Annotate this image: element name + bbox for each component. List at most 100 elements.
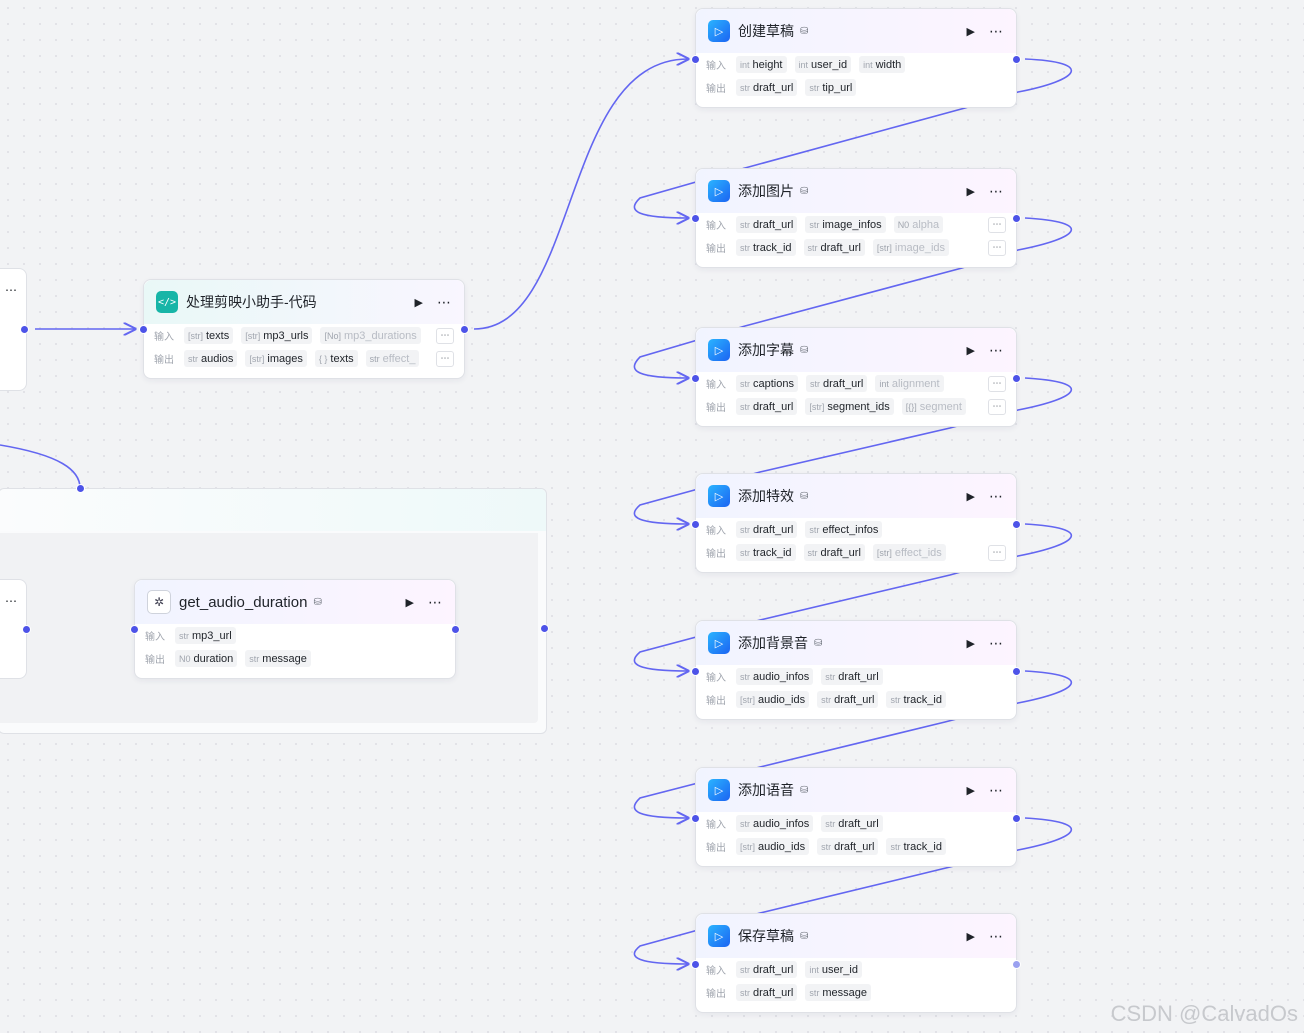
run-icon[interactable]: ▶ xyxy=(966,344,975,357)
group-input-handle[interactable] xyxy=(76,484,85,493)
more-params-button[interactable]: ⋯ xyxy=(988,375,1006,392)
more-params-button[interactable]: ⋯ xyxy=(988,216,1006,233)
input-handle[interactable] xyxy=(691,55,700,64)
output-handle[interactable] xyxy=(1012,374,1021,383)
more-icon[interactable]: ⋯ xyxy=(437,293,452,310)
more-params-button[interactable]: ⋯ xyxy=(436,327,454,344)
jianying-plugin-icon: ▷ xyxy=(708,925,730,947)
run-icon[interactable]: ▶ xyxy=(966,185,975,198)
output-label: 输出 xyxy=(706,696,726,707)
input-handle[interactable] xyxy=(691,814,700,823)
input-handle[interactable] xyxy=(139,325,148,334)
jianying-plugin-icon: ▷ xyxy=(708,779,730,801)
more-icon[interactable]: ⋯ xyxy=(989,22,1004,39)
input-row: 输入 [str]texts [str]mp3_urls [No]mp3_dura… xyxy=(144,324,464,347)
node-header: ▷ 添加图片 ⛁ ▶ ⋯ xyxy=(696,169,1016,213)
output-label: 输出 xyxy=(145,655,165,666)
code-icon: </> xyxy=(156,291,178,313)
more-icon[interactable]: ⋯ xyxy=(428,593,443,610)
more-icon[interactable]: ⋯ xyxy=(989,634,1004,651)
output-handle[interactable] xyxy=(460,325,469,334)
input-label: 输入 xyxy=(145,632,165,643)
more-icon[interactable]: ⋯ xyxy=(989,341,1004,358)
plugin-badge-icon: ⛁ xyxy=(800,344,809,356)
output-handle[interactable] xyxy=(1012,520,1021,529)
node-title: get_audio_duration xyxy=(179,593,308,611)
node-code[interactable]: </> 处理剪映小助手-代码 ▶ ⋯ 输入 [str]texts [str]mp… xyxy=(143,279,465,379)
more-icon[interactable]: ⋯ xyxy=(989,927,1004,944)
more-params-button[interactable]: ⋯ xyxy=(436,350,454,367)
output-handle[interactable] xyxy=(22,625,31,634)
run-icon[interactable]: ▶ xyxy=(966,25,975,38)
plugin-badge-icon: ⛁ xyxy=(800,25,809,37)
group-output-handle[interactable] xyxy=(540,624,549,633)
input-handle[interactable] xyxy=(691,214,700,223)
more-icon[interactable]: ⋯ xyxy=(989,487,1004,504)
more-icon[interactable]: ⋯ xyxy=(989,781,1004,798)
output-handle[interactable] xyxy=(20,325,29,334)
run-icon[interactable]: ▶ xyxy=(966,784,975,797)
run-icon[interactable]: ▶ xyxy=(966,930,975,943)
input-handle[interactable] xyxy=(691,374,700,383)
output-handle[interactable] xyxy=(1012,55,1021,64)
output-handle[interactable] xyxy=(1012,214,1021,223)
input-handle[interactable] xyxy=(691,960,700,969)
input-handle[interactable] xyxy=(691,520,700,529)
jianying-plugin-icon: ▷ xyxy=(708,485,730,507)
more-icon[interactable]: ⋯ xyxy=(989,182,1004,199)
more-params-button[interactable]: ⋯ xyxy=(988,239,1006,256)
openai-plugin-icon: ✲ xyxy=(147,590,171,614)
run-icon[interactable]: ▶ xyxy=(966,637,975,650)
output-handle[interactable] xyxy=(1012,960,1021,969)
node-header: ▷ 保存草稿 ⛁ ▶ ⋯ xyxy=(696,914,1016,958)
run-icon[interactable]: ▶ xyxy=(414,296,423,309)
output-handle[interactable] xyxy=(1012,814,1021,823)
param-tag: [No]mp3_durations xyxy=(320,327,421,344)
plugin-badge-icon: ⛁ xyxy=(800,490,809,502)
output-handle[interactable] xyxy=(451,625,460,634)
param-tag: [str]image_ids xyxy=(872,239,950,256)
edge-code-to-create xyxy=(473,59,688,330)
output-handle[interactable] xyxy=(1012,667,1021,676)
input-label: 输入 xyxy=(706,61,726,72)
input-handle[interactable] xyxy=(691,667,700,676)
run-icon[interactable]: ▶ xyxy=(405,596,414,609)
input-label: 输入 xyxy=(154,332,174,343)
output-label: 输出 xyxy=(706,84,726,95)
plugin-badge-icon: ⛁ xyxy=(814,637,823,649)
output-label: 输出 xyxy=(706,843,726,854)
plugin-badge-icon: ⛁ xyxy=(313,596,322,608)
more-icon[interactable]: ⋯ xyxy=(5,283,18,297)
node-header: ▷ 创建草稿 ⛁ ▶ ⋯ xyxy=(696,9,1016,53)
more-icon[interactable]: ⋯ xyxy=(5,594,18,608)
more-params-button[interactable]: ⋯ xyxy=(988,544,1006,561)
input-handle[interactable] xyxy=(130,625,139,634)
node-title: 保存草稿 xyxy=(738,928,794,944)
node-header: ▷ 添加字幕 ⛁ ▶ ⋯ xyxy=(696,328,1016,372)
more-params-button[interactable]: ⋯ xyxy=(988,398,1006,415)
run-icon[interactable]: ▶ xyxy=(966,490,975,503)
